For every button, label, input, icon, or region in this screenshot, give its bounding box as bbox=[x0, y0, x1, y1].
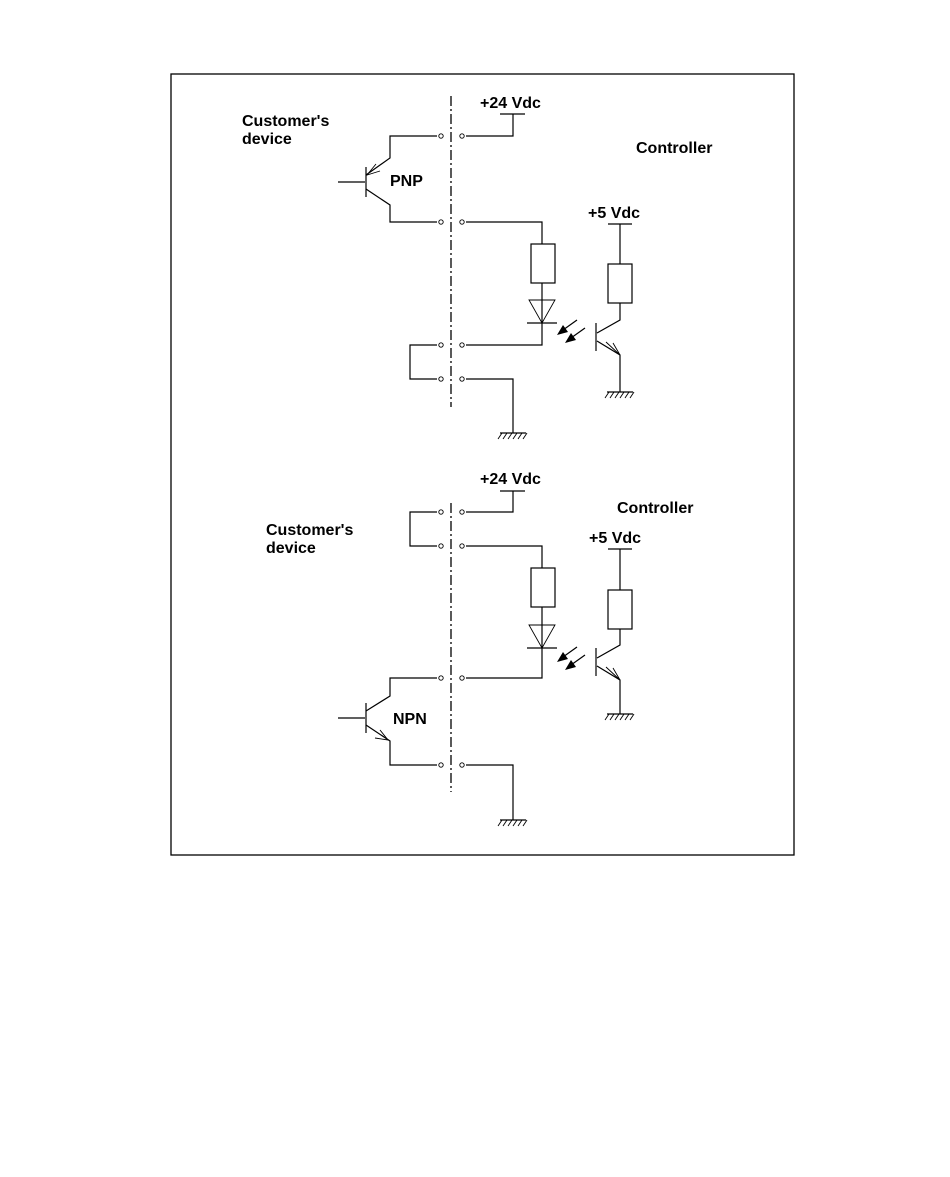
terminal bbox=[439, 220, 443, 224]
resistor bbox=[531, 568, 555, 607]
terminal bbox=[460, 134, 464, 138]
pnp-controller-label: Controller bbox=[636, 140, 712, 157]
terminal bbox=[460, 676, 464, 680]
pnp-customer-label-line1: Customer's bbox=[242, 113, 329, 130]
terminal bbox=[439, 377, 443, 381]
npn-controller-label: Controller bbox=[617, 500, 693, 517]
resistor bbox=[608, 590, 632, 629]
diagram-frame bbox=[171, 74, 794, 855]
npn-supply-24v-label: +24 Vdc bbox=[480, 471, 541, 488]
terminal bbox=[439, 676, 443, 680]
terminal bbox=[460, 220, 464, 224]
phototransistor-symbol bbox=[596, 629, 620, 714]
terminal bbox=[460, 763, 464, 767]
ground-symbol bbox=[605, 392, 634, 398]
pnp-supply-5v-label: +5 Vdc bbox=[588, 205, 640, 222]
pnp-circuit: Customer's device +24 Vdc Controller PNP… bbox=[242, 95, 712, 439]
terminal bbox=[439, 544, 443, 548]
npn-transistor-label: NPN bbox=[393, 711, 427, 728]
ground-symbol bbox=[498, 433, 527, 439]
terminal bbox=[460, 544, 464, 548]
ground-symbol bbox=[498, 820, 527, 826]
led-symbol bbox=[527, 300, 557, 323]
npn-customer-label-line1: Customer's bbox=[266, 522, 353, 539]
pnp-customer-label-line2: device bbox=[242, 131, 292, 148]
terminal bbox=[439, 510, 443, 514]
phototransistor-symbol bbox=[596, 303, 620, 392]
ground-symbol bbox=[605, 714, 634, 720]
terminal bbox=[460, 510, 464, 514]
pnp-supply-24v-label: +24 Vdc bbox=[480, 95, 541, 112]
terminal bbox=[460, 343, 464, 347]
led-symbol bbox=[527, 625, 557, 648]
terminal bbox=[439, 763, 443, 767]
npn-customer-label-line2: device bbox=[266, 540, 316, 557]
resistor bbox=[531, 244, 555, 283]
terminal bbox=[439, 343, 443, 347]
pnp-transistor-label: PNP bbox=[390, 173, 423, 190]
terminal bbox=[460, 377, 464, 381]
terminal bbox=[439, 134, 443, 138]
resistor bbox=[608, 264, 632, 303]
npn-circuit: +24 Vdc Controller Customer's device +5 … bbox=[266, 471, 693, 826]
npn-supply-5v-label: +5 Vdc bbox=[589, 530, 641, 547]
